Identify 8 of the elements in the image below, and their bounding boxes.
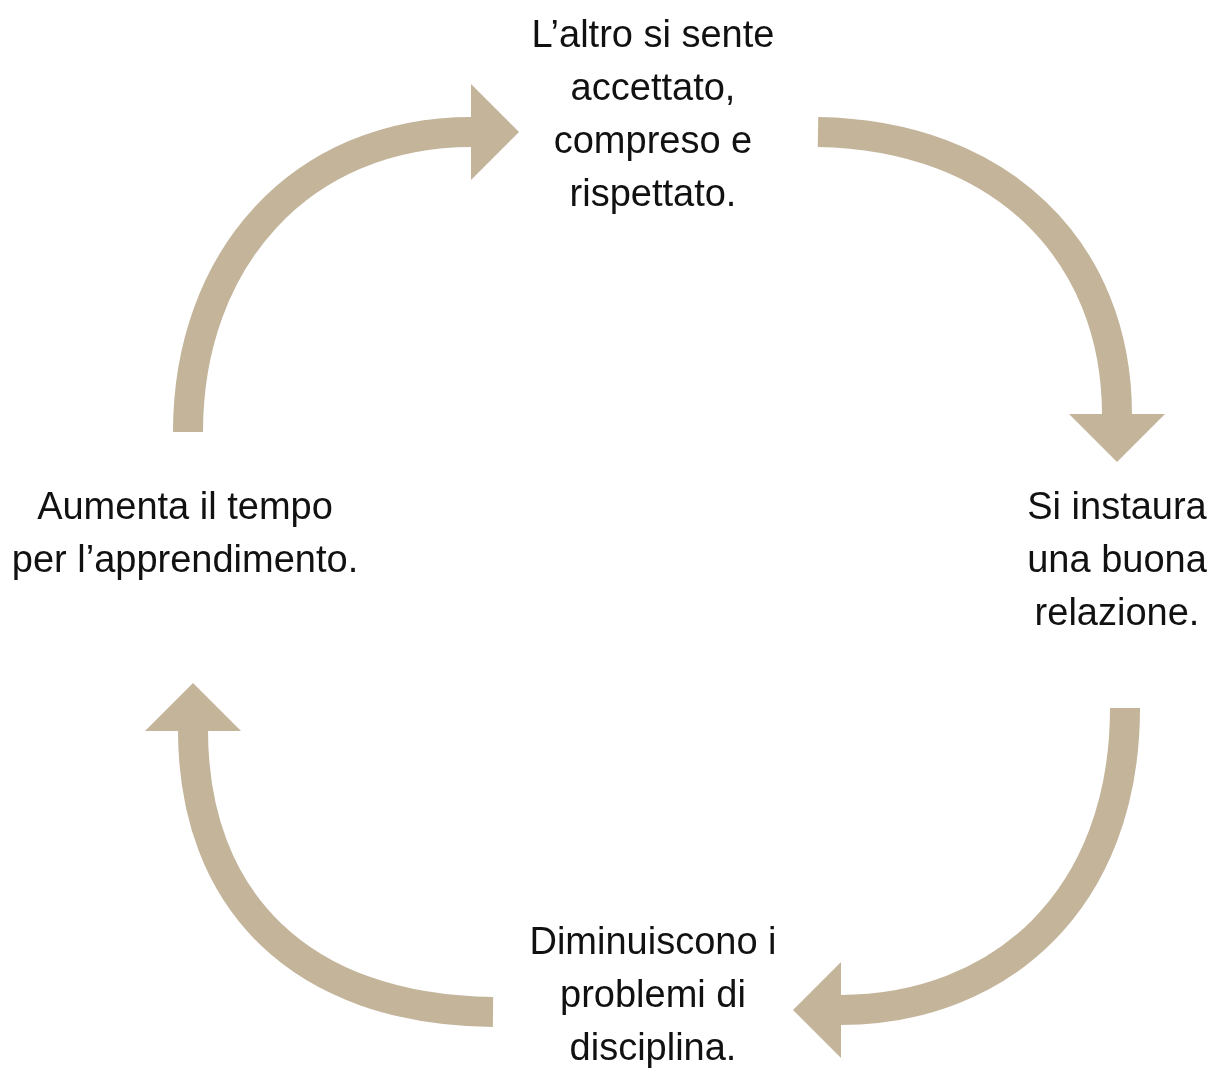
curved-arrow [793, 707, 1140, 1058]
curved-arrow [145, 683, 494, 1027]
cycle-step-text: Si instaura una buona relazione. [1026, 484, 1208, 635]
cycle-step-text: Diminuiscono i problemi di disciplina. [528, 919, 778, 1070]
cycle-step-text: L’altro si sente accettato, compreso e rispettato. [530, 12, 776, 216]
cycle-step-text: Aumenta il tempo per l’apprendimento. [10, 484, 360, 582]
curved-arrow [173, 84, 519, 433]
curved-arrow [817, 117, 1165, 462]
